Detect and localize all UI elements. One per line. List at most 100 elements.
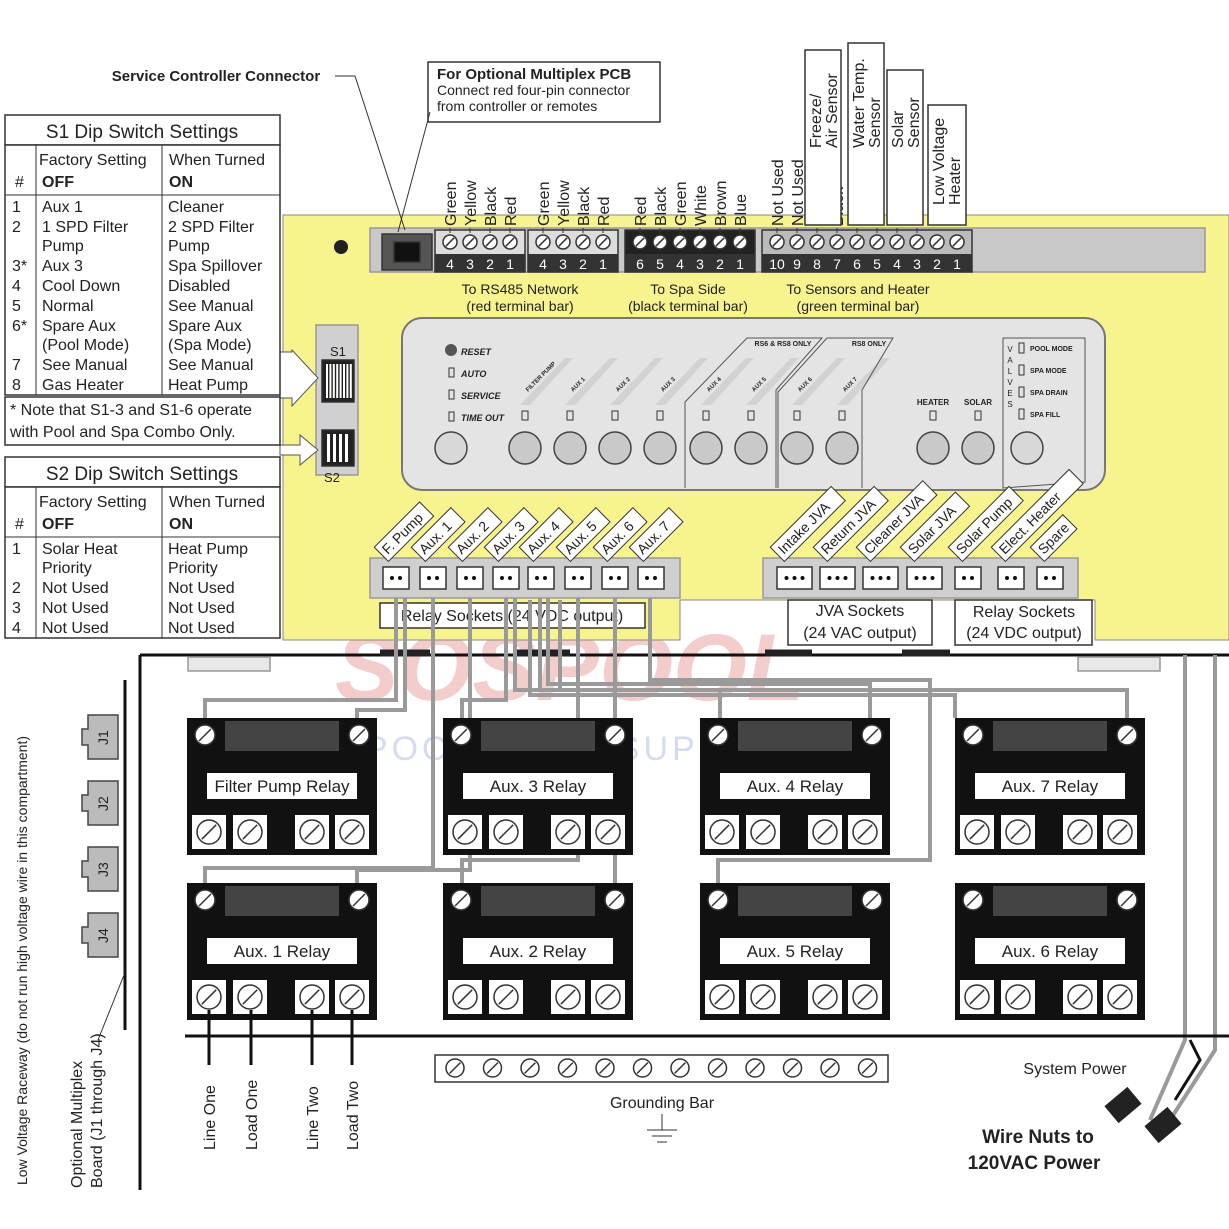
valves-letter: L (1008, 367, 1013, 376)
valves-group (1002, 337, 1086, 489)
button-aux-1[interactable] (553, 431, 587, 465)
socket-label-box (628, 506, 684, 563)
service-connector-socket (393, 241, 421, 263)
button-filter-pump[interactable] (508, 431, 542, 465)
relay-caption: Relay Sockets (973, 604, 1075, 621)
relay-socket[interactable] (492, 566, 520, 590)
terminal-number: 4 (893, 256, 901, 272)
screw-terminal-icon (812, 984, 838, 1010)
wire-color-label: Not Used (790, 159, 807, 226)
relay-coil (225, 721, 339, 751)
when-turned-header: When Turned (169, 152, 265, 169)
screw-terminal-icon (789, 234, 805, 250)
relay-socket[interactable] (1036, 566, 1064, 590)
screw-terminal-icon (849, 234, 865, 250)
relay-socket[interactable] (954, 566, 982, 590)
button-led (656, 410, 664, 421)
terminal-number: 1 (953, 256, 961, 272)
heater-button[interactable] (916, 431, 950, 465)
screw-slot (524, 1062, 536, 1074)
pin (792, 576, 797, 580)
screw-slot (344, 824, 360, 840)
relay-socket[interactable] (997, 566, 1025, 590)
relay-socket[interactable] (456, 566, 484, 590)
valve-button[interactable] (1010, 431, 1044, 465)
row-number: 7 (12, 357, 21, 374)
relay-socket[interactable] (637, 566, 665, 590)
terminal-caption: To Sensors and Heater (786, 281, 930, 297)
wire-color-label: Yellow (556, 180, 573, 226)
socket-label-box (592, 506, 648, 563)
button-aux-7[interactable] (825, 431, 859, 465)
socket-label-box (555, 506, 611, 563)
screw-slot (695, 237, 705, 247)
screw-terminal-icon (493, 819, 519, 845)
relay-socket-strip-left (369, 557, 681, 599)
factory-value: Aux 3 (42, 258, 83, 275)
s2-dip-switch[interactable] (321, 429, 355, 467)
relay-label-box (720, 773, 870, 799)
terminal-caption-sub: (black terminal bar) (628, 298, 748, 314)
screw-terminal-icon (745, 1058, 765, 1078)
screw-slot (792, 237, 802, 247)
valves-letter: A (1007, 356, 1013, 365)
wire-color-label: White (693, 185, 710, 226)
relay-socket[interactable] (419, 566, 447, 590)
screw-terminal-icon (712, 234, 728, 250)
screw-slot (966, 893, 980, 907)
button-led (702, 410, 710, 421)
terminal-number: 3 (466, 256, 474, 272)
button-aux-6[interactable] (780, 431, 814, 465)
pin (886, 576, 891, 580)
screw-terminal-icon (452, 984, 478, 1010)
screw-slot (824, 1062, 836, 1074)
sensor-label-box-2 (886, 69, 924, 226)
relay-socket[interactable] (601, 566, 629, 590)
wire-color-label: Green (443, 182, 460, 226)
pin (1013, 576, 1017, 580)
screw-slot (578, 237, 588, 247)
multiplex-note-box (427, 61, 661, 123)
screw-slot (445, 237, 455, 247)
screw-terminal-icon (670, 1058, 690, 1078)
pin (543, 576, 547, 580)
solar-button[interactable] (961, 431, 995, 465)
screw-terminal-icon (1107, 984, 1133, 1010)
relay-socket[interactable] (564, 566, 592, 590)
screw-terminal-icon (709, 819, 735, 845)
terminal-number: 4 (539, 256, 547, 272)
factory-setting-header: Factory Setting (39, 152, 147, 169)
factory-value: Gas Heater (42, 377, 124, 394)
relay-label-box (975, 773, 1125, 799)
s1-arrow (279, 348, 319, 408)
screw-terminal-icon (196, 819, 222, 845)
dip-toggle (346, 364, 349, 398)
socket-label-box (410, 506, 466, 563)
button-aux-3[interactable] (643, 431, 677, 465)
screw-slot (786, 1062, 799, 1074)
socket-label-box (990, 468, 1084, 563)
valve-label: SPA FILL (1030, 412, 1061, 419)
turned-value: Heat Pump (168, 377, 248, 394)
screw-terminal-icon (1116, 889, 1138, 911)
button-aux-2[interactable] (598, 431, 632, 465)
factory-value: Spare Aux (42, 318, 116, 335)
screw-slot (599, 1062, 611, 1074)
factory-off-header: OFF (42, 174, 74, 191)
pin (464, 576, 468, 580)
dip-toggle (329, 364, 332, 398)
screw-terminal-icon (1005, 819, 1031, 845)
relay-socket[interactable] (527, 566, 555, 590)
terminal-number: 5 (656, 256, 664, 272)
button-aux-5[interactable] (734, 431, 768, 465)
terminal-number: 9 (793, 256, 801, 272)
relay-coil (481, 721, 595, 751)
factory-value: Not Used (42, 620, 109, 637)
relay-socket[interactable] (382, 566, 410, 590)
reset-button[interactable] (434, 431, 468, 465)
button-aux-4[interactable] (689, 431, 723, 465)
terminal-number: 3 (913, 256, 921, 272)
s1-label: S1 (330, 344, 346, 359)
factory-value: (Pool Mode) (42, 337, 129, 354)
